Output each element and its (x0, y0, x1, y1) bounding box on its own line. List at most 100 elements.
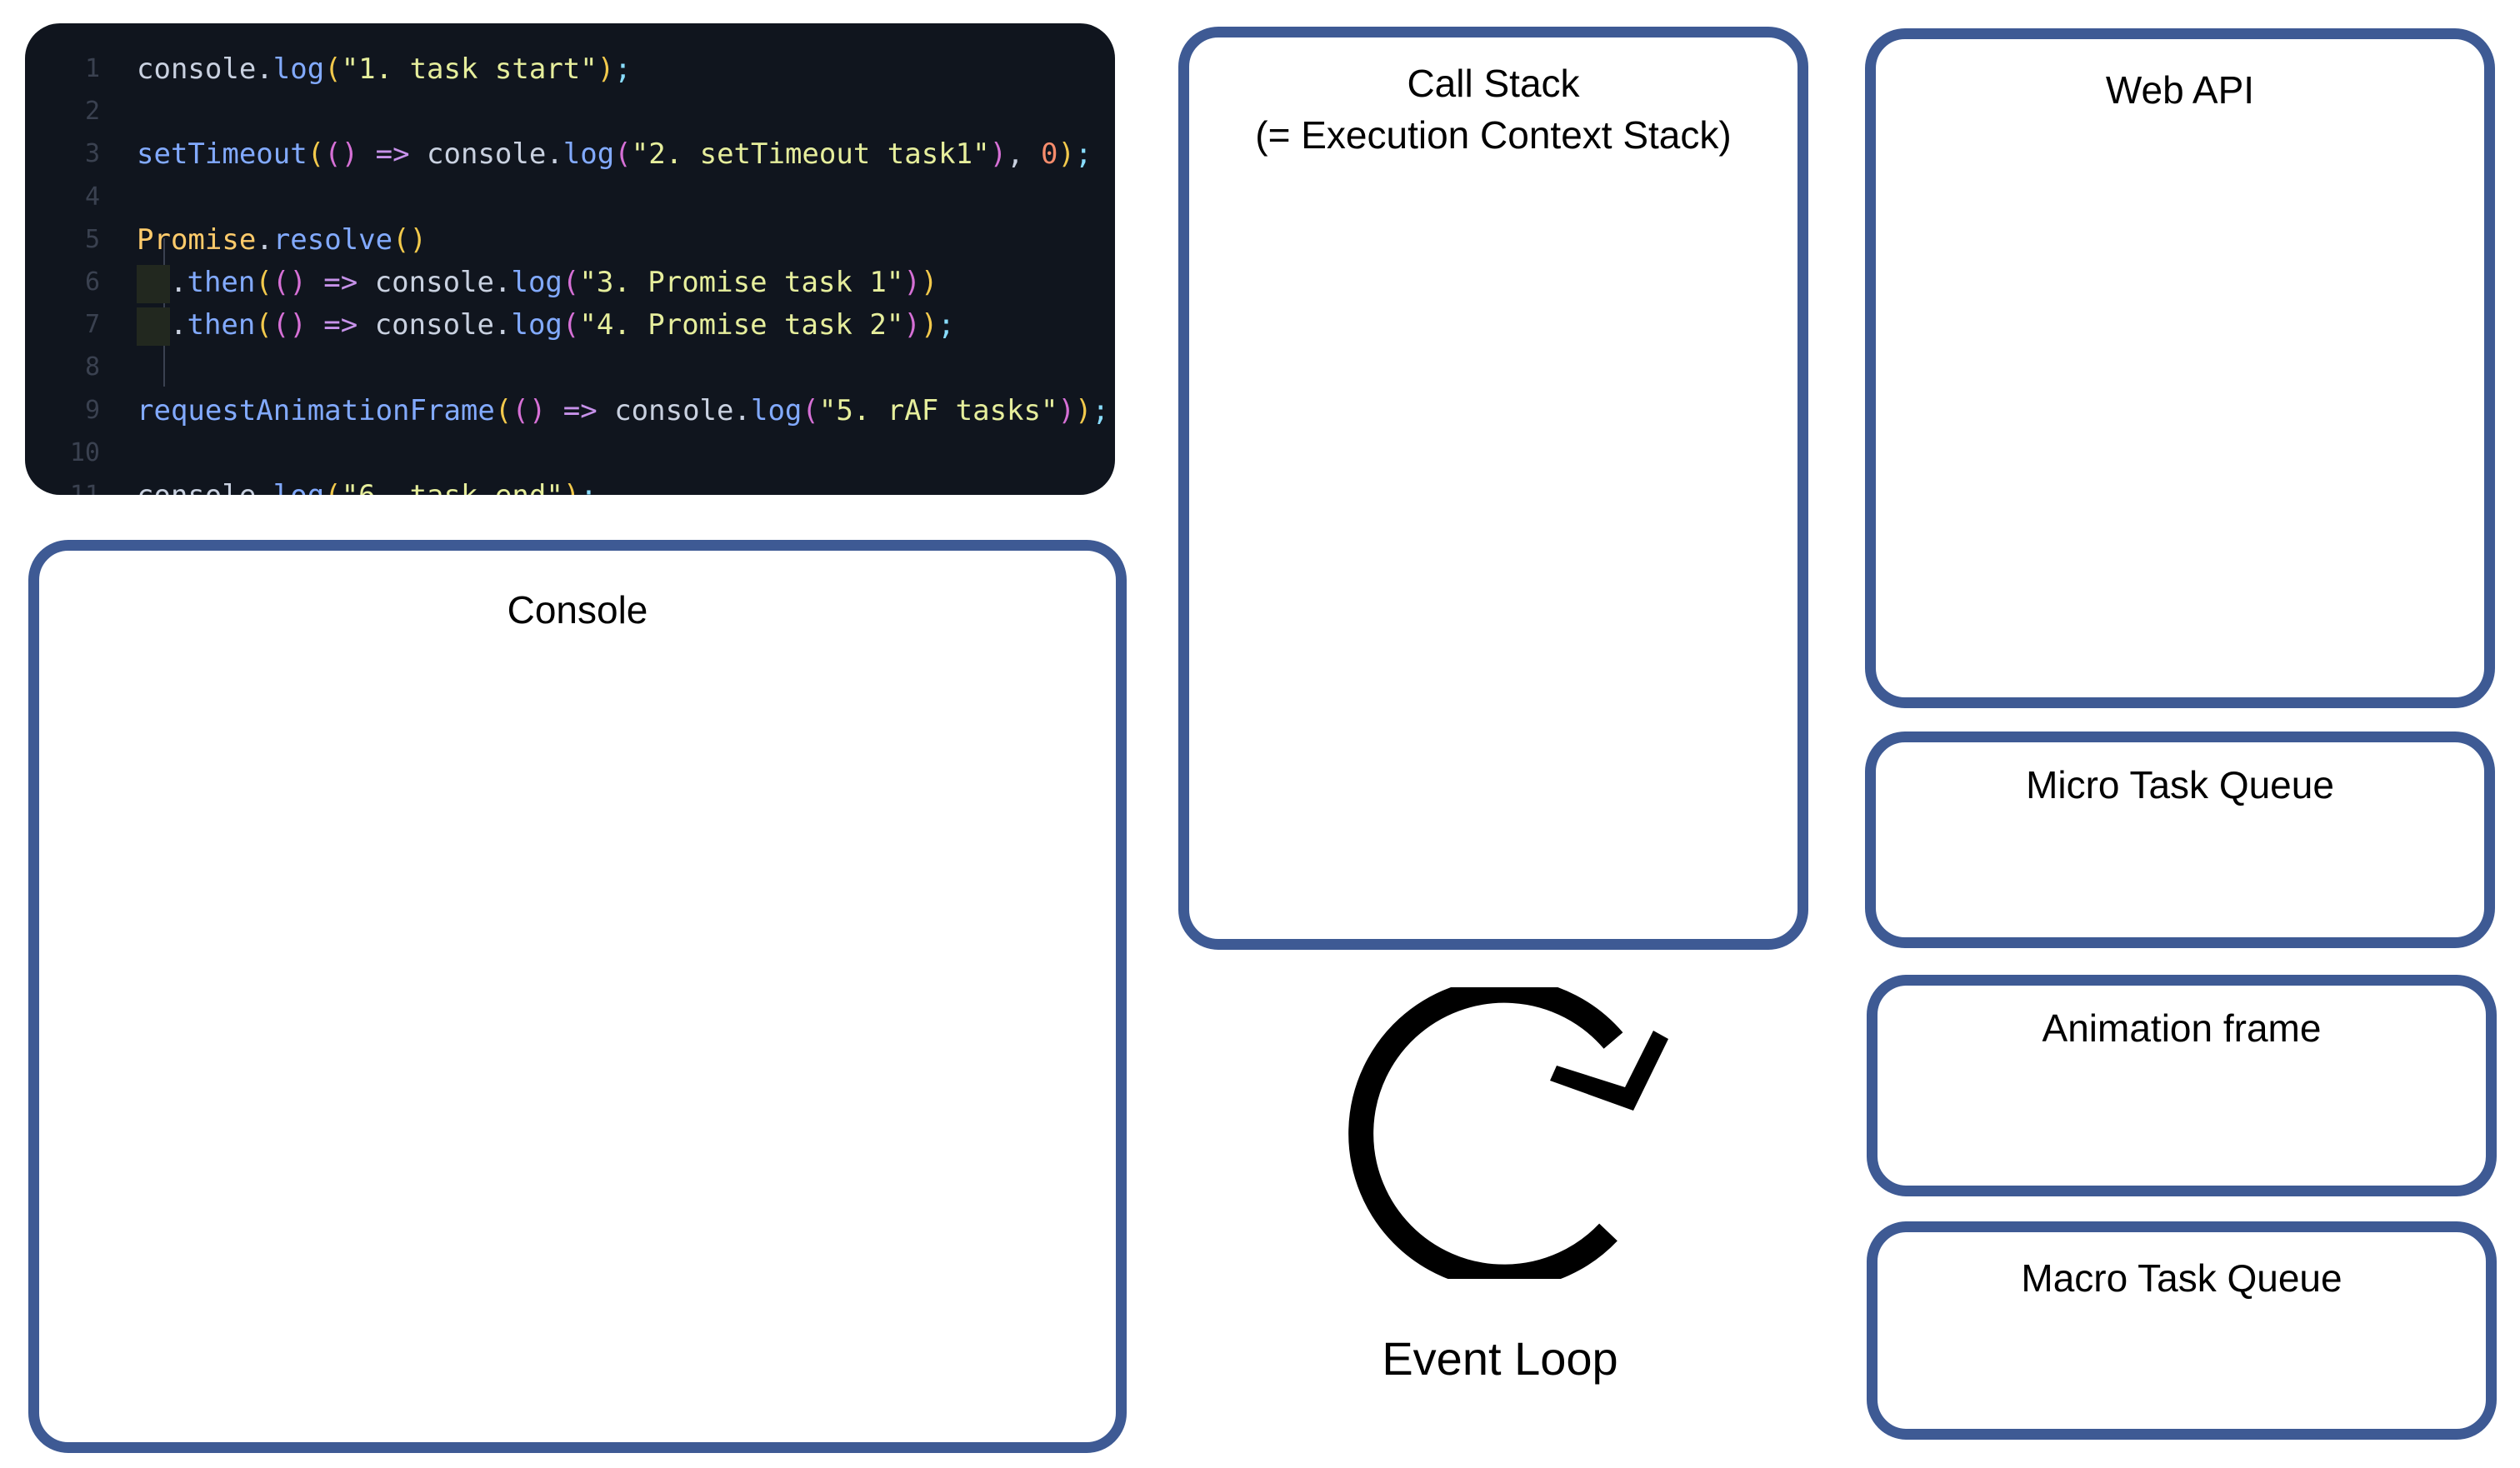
code-token: . (256, 479, 272, 495)
code-token: . (494, 308, 512, 342)
indent-highlight (137, 307, 170, 346)
code-token: console (137, 52, 257, 86)
code-text: console.log("1. task start"); (137, 48, 632, 90)
code-token: ( (562, 266, 580, 299)
code-token: ) (920, 266, 938, 299)
code-token: () (272, 308, 307, 342)
code-token: . (170, 308, 188, 342)
code-text: .then(() => console.log("3. Promise task… (137, 262, 938, 303)
code-token: console (427, 137, 547, 172)
code-token: log (272, 52, 325, 86)
code-token: ) (920, 308, 938, 342)
code-token: ( (255, 308, 272, 342)
code-token: ) (903, 308, 921, 342)
code-token: log (750, 393, 802, 427)
code-token: . (170, 266, 188, 299)
code-token: "5. rAF tasks" (818, 393, 1058, 427)
code-token: . (256, 222, 273, 257)
code-token: ) (597, 52, 615, 86)
code-token: console (374, 266, 494, 299)
code-line: 7.then(() => console.log("4. Promise tas… (25, 304, 1115, 346)
code-token: . (256, 52, 273, 86)
code-token: ) (1058, 137, 1075, 172)
code-token: => (306, 308, 375, 342)
code-token: ( (324, 479, 341, 495)
code-token: console (614, 393, 734, 427)
code-token: ( (307, 137, 325, 172)
code-token: 0 (1041, 137, 1058, 172)
code-token: () (512, 393, 547, 427)
line-number: 11 (25, 475, 100, 495)
code-token: ( (255, 266, 272, 299)
web-api-title: Web API (2105, 68, 2255, 112)
code-token: ) (563, 479, 580, 495)
code-token: Promise (137, 222, 257, 257)
code-token: ( (614, 137, 632, 172)
code-token: ; (1075, 137, 1092, 172)
code-token: console (137, 479, 256, 495)
code-line: 1 console.log("1. task start"); (25, 48, 1115, 90)
code-line: 8 (25, 347, 1115, 388)
console-title: Console (507, 588, 648, 632)
code-token: then (187, 266, 256, 299)
code-line: 10 (25, 432, 1115, 474)
line-number: 6 (84, 267, 100, 297)
code-token: log (511, 266, 562, 299)
code-token: "4. Promise task 2" (579, 308, 904, 342)
code-editor: 1 console.log("1. task start");2 3 setTimeo… (25, 23, 1115, 495)
line-number: 8 (84, 352, 100, 382)
line-number: 3 (84, 139, 100, 169)
call-stack-title: Call Stack (1407, 62, 1580, 105)
code-token: () (324, 137, 359, 172)
code-token: ) (989, 137, 1008, 172)
code-token: ( (802, 393, 819, 427)
code-token: ( (324, 52, 342, 86)
call-stack-subtitle: (= Execution Context Stack) (1255, 113, 1732, 157)
code-token: () (392, 222, 428, 257)
code-text: setTimeout(() => console.log("2. setTime… (137, 133, 1092, 175)
code-token: ( (494, 393, 512, 427)
code-token: . (733, 393, 751, 427)
code-text: requestAnimationFrame(() => console.log(… (137, 390, 1109, 432)
animation-frame-title: Animation frame (2042, 1006, 2322, 1050)
web-api-panel: Web API (1865, 28, 2495, 708)
micro-task-queue-title: Micro Task Queue (2026, 763, 2334, 806)
code-token: "2. setTimeout task1" (631, 137, 990, 172)
code-token: () (272, 266, 307, 299)
code-token: => (358, 137, 428, 172)
code-text: console.log("6. task end"); (137, 475, 598, 495)
line-number: 1 (84, 54, 100, 83)
macro-task-queue-panel: Macro Task Queue (1867, 1221, 2497, 1440)
code-token: setTimeout (137, 137, 308, 172)
code-token: ; (614, 52, 632, 86)
code-token: ; (580, 479, 597, 495)
line-number: 10 (69, 437, 100, 467)
code-line: 2 (25, 91, 1115, 132)
code-token: ( (562, 308, 580, 342)
code-token: ) (1058, 393, 1075, 427)
code-token: ; (1092, 393, 1109, 427)
code-text: .then(() => console.log("4. Promise task… (137, 304, 955, 346)
code-token: log (562, 137, 615, 172)
macro-task-queue-title: Macro Task Queue (2021, 1256, 2342, 1300)
code-token: then (187, 308, 256, 342)
code-token: log (511, 308, 562, 342)
code-token: console (374, 308, 494, 342)
code-token: ) (1074, 393, 1092, 427)
code-token: resolve (272, 222, 393, 257)
line-number: 5 (84, 224, 100, 254)
code-token: "3. Promise task 1" (579, 266, 904, 299)
code-token: . (546, 137, 563, 172)
indent-highlight (137, 264, 170, 303)
code-token: ; (938, 308, 955, 342)
code-text: Promise.resolve() (137, 219, 427, 261)
code-token: => (546, 393, 615, 427)
console-panel: Console (28, 540, 1127, 1453)
code-token: log (273, 479, 324, 495)
code-token: ) (903, 266, 921, 299)
code-token: . (494, 266, 512, 299)
code-line: 4 (25, 177, 1115, 218)
code-token: "6. task end" (342, 479, 563, 495)
